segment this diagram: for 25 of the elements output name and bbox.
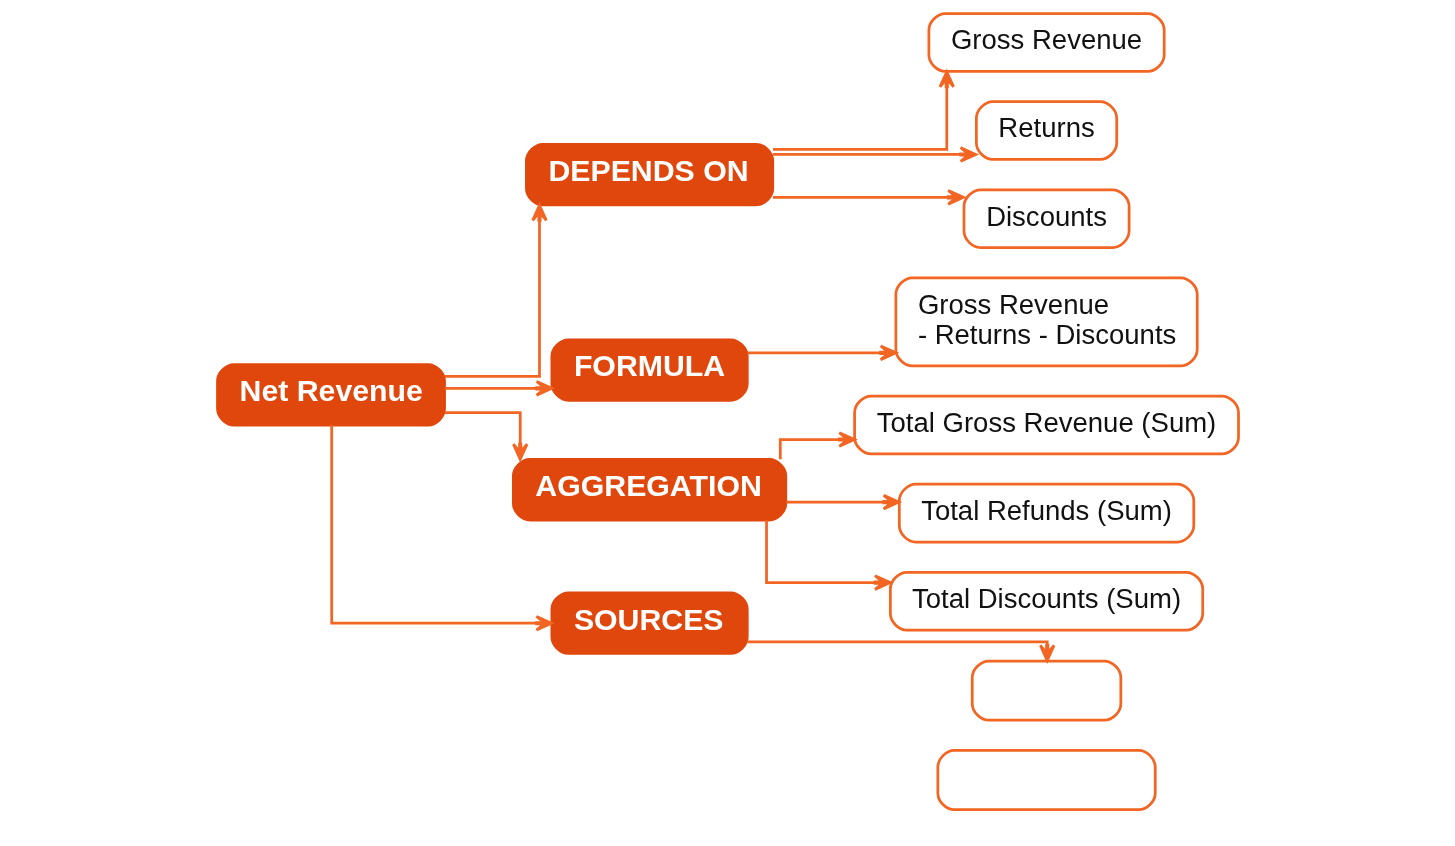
arrow — [785, 493, 900, 511]
node-box: Total Discounts (Sum) — [888, 570, 1204, 632]
node-box: Returns — [974, 100, 1118, 161]
node-box: Net Revenue — [215, 363, 446, 427]
arrow — [444, 203, 548, 378]
node-box — [970, 659, 1122, 722]
arrow — [329, 425, 553, 632]
node-box: Total Gross Revenue (Sum) — [852, 394, 1240, 456]
node-box: SOURCES — [550, 591, 749, 655]
node-box: Gross Revenue — [927, 12, 1166, 73]
node-box: Discounts — [962, 188, 1130, 249]
node-box — [935, 749, 1157, 812]
arrow — [772, 70, 955, 151]
node-box: DEPENDS ON — [524, 143, 774, 207]
node-box: AGGREGATION — [511, 458, 787, 522]
arrow — [747, 344, 897, 361]
arrow — [746, 640, 1055, 662]
node-box: Gross Revenue - Returns - Discounts — [894, 276, 1199, 368]
node-box: FORMULA — [550, 338, 749, 402]
arrow — [764, 520, 892, 591]
arrow — [772, 189, 965, 206]
arrow — [444, 411, 528, 461]
arrow — [772, 146, 977, 163]
arrow — [444, 380, 553, 397]
node-box: Total Refunds (Sum) — [897, 482, 1195, 544]
